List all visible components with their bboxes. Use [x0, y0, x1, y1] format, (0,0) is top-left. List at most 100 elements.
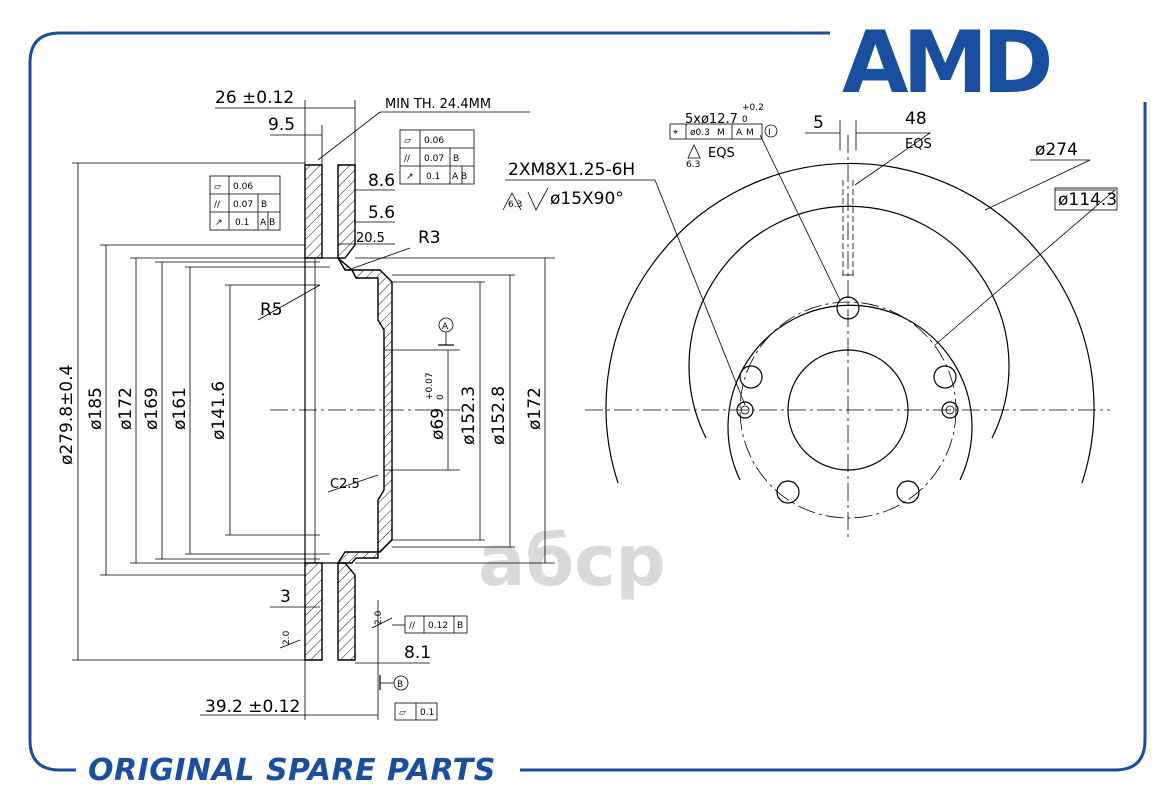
parallelism-icon: //: [409, 621, 416, 631]
amd-logo: AMD: [830, 13, 1160, 113]
dimension-lines-bottom: [200, 600, 430, 720]
position-tol-frame: ⌖ ø0.3 M A M I: [669, 123, 778, 140]
holes-callout: 5xø12.7: [685, 112, 738, 127]
svg-text:A B: A B: [452, 172, 467, 182]
dim-d141-6: ø141.6: [209, 381, 229, 440]
eqs-label: EQS: [708, 146, 735, 161]
dim-5-6: 5.6: [368, 203, 395, 223]
flatness-icon: ⏥: [214, 182, 221, 192]
svg-text:0.07: 0.07: [233, 200, 253, 210]
dim-9-5: 9.5: [268, 115, 295, 135]
svg-text:6.3: 6.3: [686, 160, 700, 170]
roughness-b: 2.0: [374, 610, 384, 625]
svg-text:0.07: 0.07: [424, 154, 444, 164]
svg-text:B: B: [261, 200, 267, 210]
dim-8-6: 8.6: [368, 171, 395, 191]
svg-text:A: A: [442, 322, 449, 332]
dimension-lines-top: [215, 100, 395, 245]
dim-d152-8: ø152.8: [489, 386, 509, 445]
datum-a-marker: A: [438, 317, 454, 346]
parallelism-icon: //: [214, 200, 221, 210]
dim-d69: ø69: [428, 408, 448, 440]
dim-d152-3: ø152.3: [459, 386, 479, 445]
svg-text:B: B: [453, 154, 459, 164]
svg-text:0: 0: [742, 115, 748, 125]
dim-3: 3: [280, 587, 291, 607]
dim-48: 48: [905, 109, 927, 129]
lower-inner-plate: [337, 562, 356, 661]
roughness-a: 2.0: [282, 630, 292, 645]
eqs-label-2: EQS: [905, 137, 932, 152]
radius-r5: R5: [260, 300, 283, 320]
dim-d69-tol-lower: 0: [436, 394, 446, 400]
parallelism-icon: //: [404, 154, 411, 164]
front-leaders: [505, 120, 1117, 406]
runout-icon: ↗: [215, 218, 223, 228]
svg-text:B: B: [457, 621, 463, 631]
svg-text:0.12: 0.12: [428, 621, 448, 631]
thread-roughness: 6.3: [508, 200, 522, 210]
dim-d172-right: ø172: [525, 387, 545, 430]
flatness-icon: ⏥: [404, 136, 411, 146]
datum-b-marker: B: [379, 675, 409, 691]
dim-5: 5: [813, 113, 824, 133]
svg-text:A B: A B: [260, 218, 275, 228]
tol-frame-hub: // 0.12 B: [392, 615, 468, 634]
runout-icon: ↗: [406, 172, 414, 182]
dim-outer-diameter: ø279.8±0.4: [57, 365, 77, 465]
countersink-callout: ø15X90°: [550, 189, 624, 209]
watermark: aбcp: [478, 520, 666, 602]
section-view: ø279.8±0.4 ø185 ø172 ø169 ø161 ø141.6 ø6…: [57, 88, 555, 721]
dim-d169: ø169: [142, 387, 162, 430]
hub-step-arc: [727, 304, 973, 481]
tol-frame-top: ⏥ 0.06 // 0.07 B ↗ 0.1 A B: [399, 129, 475, 185]
svg-text:0.1: 0.1: [420, 708, 434, 718]
outer-edge-arc: [605, 162, 1095, 484]
dim-min-thickness: MIN TH. 24.4MM: [385, 97, 491, 112]
inner-edge-arc: [688, 205, 1010, 439]
tol-frame-bottom: ⏥ 0.1: [394, 702, 438, 721]
lug-hole-left: [739, 365, 763, 389]
thread-callout: 2XM8X1.25-6H: [508, 160, 635, 180]
dim-d69-tol-upper: +0.07: [425, 372, 435, 400]
dimension-lines-vertical: [77, 163, 546, 660]
upper-inner-plate: [337, 164, 356, 259]
svg-text:0.1: 0.1: [235, 218, 249, 228]
flatness-icon: ⏥: [399, 708, 406, 718]
dim-d172-left: ø172: [116, 387, 136, 430]
roughness-icon: [502, 187, 549, 211]
svg-text:A: A: [736, 128, 743, 138]
chamfer-c2-5: C2.5: [330, 477, 360, 492]
svg-text:ø0.3: ø0.3: [690, 128, 710, 138]
svg-text:I: I: [768, 128, 771, 138]
pcd-box: [1054, 187, 1118, 211]
upper-outer-plate: [304, 164, 323, 259]
svg-text:0.1: 0.1: [426, 172, 440, 182]
lug-hole-bottom-left: [776, 480, 800, 504]
lug-hole-right: [933, 365, 957, 389]
threaded-hole-right: [941, 401, 959, 419]
brand-logo-text: AMD: [842, 13, 1049, 113]
svg-text:M: M: [746, 128, 754, 138]
dim-20-5: 20.5: [356, 231, 385, 246]
svg-text:+0.2: +0.2: [742, 103, 764, 113]
dim-overall-thickness: 26 ±0.12: [215, 88, 294, 108]
svg-text:B: B: [397, 680, 403, 690]
svg-text:0.06: 0.06: [233, 182, 253, 192]
lug-hole-top: [836, 296, 860, 320]
position-icon: ⌖: [673, 128, 678, 138]
lower-outer-plate: [304, 562, 323, 661]
dim-d161: ø161: [170, 387, 190, 430]
footer-slogan: ORIGINAL SPARE PARTS: [88, 753, 496, 788]
front-view: 2XM8X1.25-6H 6.3 ø15X90° 5xø12.7 +0.2 0 …: [502, 103, 1118, 540]
hub-flange: [336, 257, 393, 564]
dim-d185: ø185: [86, 387, 106, 430]
dim-total-height: 39.2 ±0.12: [205, 697, 300, 717]
dim-d274: ø274: [1035, 140, 1078, 160]
roughness-icon: [687, 144, 701, 159]
threaded-hole-left: [736, 401, 754, 419]
dim-pcd: ø114.3: [1058, 190, 1117, 210]
lug-hole-bottom-right: [896, 480, 920, 504]
vent-slot: [842, 180, 854, 275]
